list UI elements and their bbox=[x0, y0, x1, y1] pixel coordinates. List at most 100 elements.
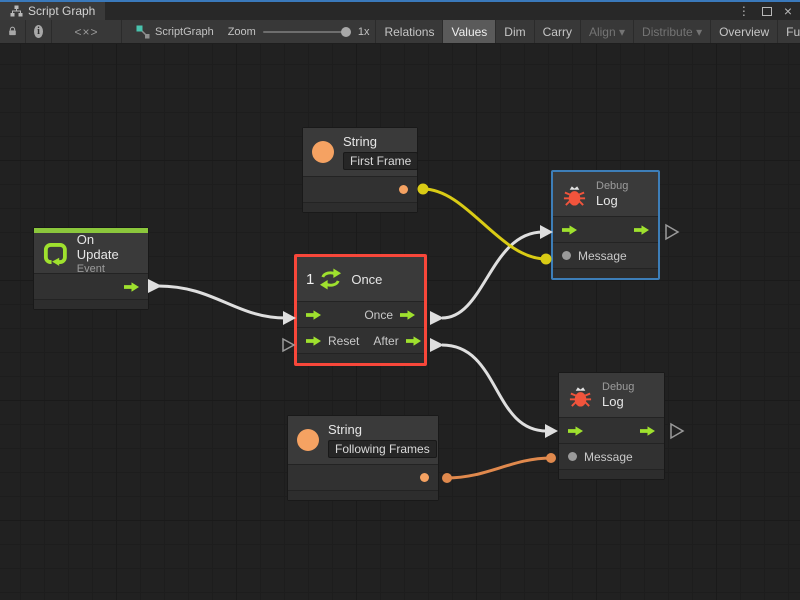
port-label-after: After bbox=[373, 333, 399, 348]
node-footer bbox=[288, 490, 438, 500]
info-button[interactable]: i bbox=[26, 20, 52, 43]
lock-button[interactable] bbox=[0, 20, 26, 43]
node-title: On Update bbox=[76, 231, 119, 262]
maximize-icon[interactable] bbox=[761, 6, 772, 16]
values-button[interactable]: Values bbox=[442, 20, 496, 43]
trigger-output-port[interactable] bbox=[634, 224, 649, 235]
node-title: String bbox=[343, 134, 377, 149]
chevron-down-icon: ▾ bbox=[696, 24, 703, 39]
value-output-port[interactable] bbox=[399, 185, 408, 194]
wire-onupdate-once bbox=[157, 284, 287, 320]
node-debug-log-top[interactable]: Debug Log Message bbox=[551, 170, 660, 280]
overview-button[interactable]: Overview bbox=[710, 20, 777, 43]
node-title: Log bbox=[596, 193, 618, 208]
port-label-message: Message bbox=[584, 449, 633, 464]
unconnected-reset-input-triangle[interactable] bbox=[282, 337, 296, 353]
graph-toolbar: i <×> ScriptGraph Zoom 1x Relations Valu… bbox=[0, 20, 800, 44]
lock-icon bbox=[9, 26, 16, 36]
window-controls: ⋮ × bbox=[738, 2, 800, 20]
node-category: Debug bbox=[602, 381, 635, 393]
wire-source-arrow bbox=[430, 311, 444, 325]
kebab-menu-icon[interactable]: ⋮ bbox=[737, 4, 750, 18]
wire-source-arrow bbox=[430, 338, 444, 352]
value-output-port[interactable] bbox=[420, 473, 429, 482]
port-label-once: Once bbox=[364, 307, 393, 322]
wire-after-debuglog-bottom bbox=[441, 343, 548, 433]
trigger-input-port[interactable] bbox=[562, 224, 577, 235]
node-footer bbox=[34, 299, 148, 309]
full-screen-button[interactable]: Full Screen bbox=[777, 20, 800, 43]
zoom-slider-handle[interactable] bbox=[340, 26, 351, 37]
chevron-down-icon: ▾ bbox=[619, 24, 626, 39]
unconnected-output-triangle[interactable] bbox=[665, 223, 680, 241]
wire-string-message-bottom bbox=[446, 456, 552, 480]
node-string-following-frames[interactable]: String Following Frames bbox=[287, 415, 439, 501]
update-loop-icon bbox=[43, 242, 67, 266]
node-footer bbox=[553, 268, 658, 278]
carry-button[interactable]: Carry bbox=[533, 20, 580, 43]
unconnected-output-triangle[interactable] bbox=[670, 422, 685, 440]
zoom-label: Zoom bbox=[227, 25, 256, 38]
trigger-input-reset-port[interactable] bbox=[306, 335, 321, 346]
wire-once-debuglog-top bbox=[441, 230, 544, 320]
wire-endpoint bbox=[540, 253, 552, 265]
graph-reference-label: ScriptGraph bbox=[155, 25, 214, 38]
node-footer bbox=[297, 353, 424, 363]
string-value-field[interactable]: First Frame bbox=[343, 152, 419, 170]
trigger-output-after-port[interactable] bbox=[405, 335, 421, 346]
relations-button[interactable]: Relations bbox=[375, 20, 442, 43]
node-on-update[interactable]: On Update Event bbox=[33, 227, 149, 310]
zoom-control: Zoom 1x bbox=[222, 20, 376, 43]
distribute-dropdown-button[interactable]: Distribute ▾ bbox=[633, 20, 710, 43]
wire-string-message-top bbox=[422, 187, 547, 261]
node-string-first-frame[interactable]: String First Frame bbox=[302, 127, 419, 213]
node-footer bbox=[559, 469, 664, 479]
wire-endpoint bbox=[442, 473, 452, 483]
zoom-slider[interactable] bbox=[262, 26, 351, 37]
cycle-arrows-icon bbox=[320, 268, 342, 290]
align-dropdown-button[interactable]: Align ▾ bbox=[579, 20, 633, 43]
zoom-value: 1x bbox=[357, 25, 370, 38]
graph-canvas[interactable]: String First Frame On Update Event bbox=[0, 44, 800, 600]
wire-endpoint bbox=[546, 453, 556, 463]
node-once[interactable]: 1 Once Once Reset After bbox=[294, 254, 427, 366]
toolbar-button-group: Relations Values Dim Carry Align ▾ Distr… bbox=[375, 20, 800, 43]
string-type-icon bbox=[297, 429, 319, 451]
node-title: String bbox=[328, 422, 362, 437]
trigger-input-port[interactable] bbox=[568, 425, 583, 436]
port-label-message: Message bbox=[578, 248, 627, 263]
code-icon: <×> bbox=[74, 24, 99, 39]
once-count-badge: 1 bbox=[306, 270, 315, 288]
wire-source-arrow bbox=[148, 279, 162, 293]
event-accent-bar bbox=[34, 228, 148, 233]
window-tab-bar: Script Graph ⋮ × bbox=[0, 0, 800, 20]
node-footer bbox=[303, 202, 417, 212]
code-view-button[interactable]: <×> bbox=[52, 20, 122, 43]
node-subtitle: Event bbox=[76, 262, 105, 275]
close-icon[interactable]: × bbox=[783, 3, 792, 19]
string-value-field[interactable]: Following Frames bbox=[328, 440, 437, 458]
tab-label: Script Graph bbox=[28, 4, 96, 18]
info-icon: i bbox=[34, 25, 43, 38]
node-debug-log-bottom[interactable]: Debug Log Message bbox=[558, 372, 665, 480]
tab-script-graph[interactable]: Script Graph bbox=[0, 2, 106, 20]
wire-endpoint bbox=[417, 183, 429, 195]
trigger-output-once-port[interactable] bbox=[400, 309, 415, 320]
trigger-output-port[interactable] bbox=[124, 281, 139, 292]
trigger-output-port[interactable] bbox=[640, 425, 655, 436]
node-title: Once bbox=[351, 271, 383, 287]
bug-icon bbox=[563, 185, 586, 206]
script-graph-asset-icon bbox=[136, 25, 150, 38]
dim-button[interactable]: Dim bbox=[495, 20, 533, 43]
graph-hierarchy-icon bbox=[10, 5, 23, 17]
string-type-icon bbox=[312, 141, 334, 163]
message-input-port[interactable] bbox=[568, 452, 577, 461]
port-label-reset: Reset bbox=[328, 333, 360, 348]
trigger-input-port[interactable] bbox=[306, 309, 321, 320]
node-category: Debug bbox=[596, 180, 629, 192]
graph-reference[interactable]: ScriptGraph bbox=[128, 20, 222, 43]
node-title: Log bbox=[602, 394, 624, 409]
message-input-port[interactable] bbox=[562, 251, 571, 260]
wire-arrowhead bbox=[545, 424, 558, 438]
